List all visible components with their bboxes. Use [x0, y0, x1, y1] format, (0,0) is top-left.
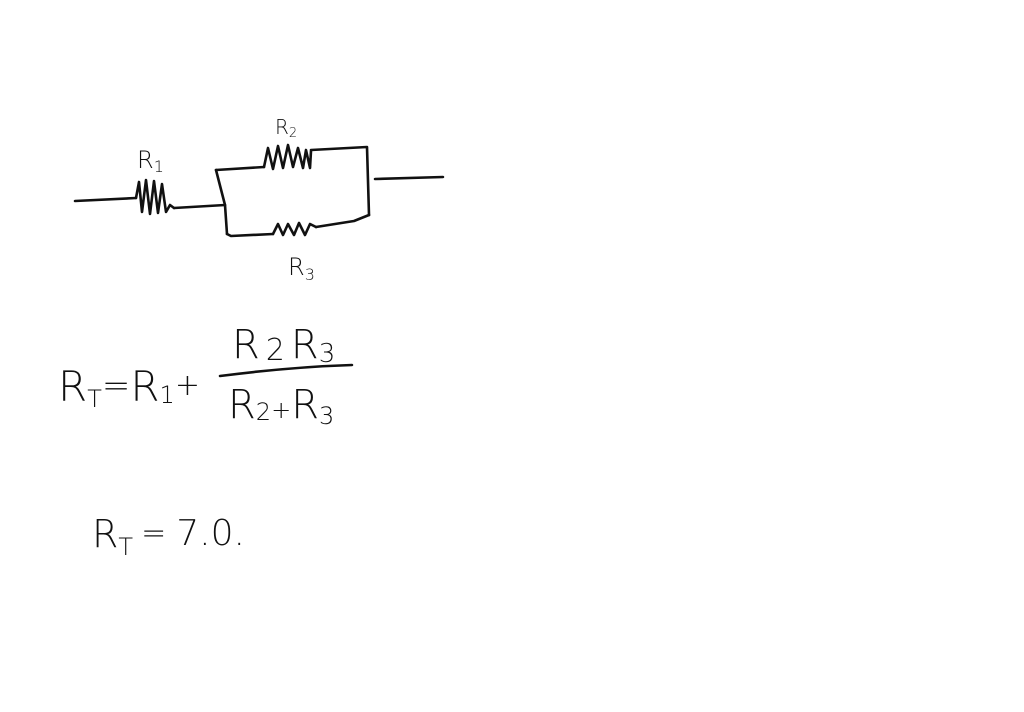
fraction-denominator: R2+R3 [228, 382, 334, 430]
fraction-bar [218, 363, 354, 378]
label-r3: R3 [288, 253, 315, 284]
result: RT=7.0. [92, 512, 245, 561]
input-wire [73, 196, 138, 203]
bottom-wire-left [225, 232, 275, 238]
formula-lhs: RT=R1+ [58, 362, 200, 413]
circuit-diagram: R1 R2 R3 [73, 115, 445, 284]
top-wire-left [214, 165, 266, 172]
resistor-r3 [271, 221, 318, 237]
resistor-r1 [134, 178, 176, 216]
output-wire [373, 175, 445, 181]
wire-r1-to-junction [172, 203, 227, 210]
label-r2: R2 [275, 115, 297, 141]
top-wire-right [309, 145, 371, 217]
resistor-r2 [262, 143, 313, 171]
left-branch-wire [214, 168, 229, 236]
result-line: RT=7.0. [92, 512, 245, 561]
label-r1: R1 [137, 146, 164, 176]
bottom-wire-right [314, 213, 371, 229]
